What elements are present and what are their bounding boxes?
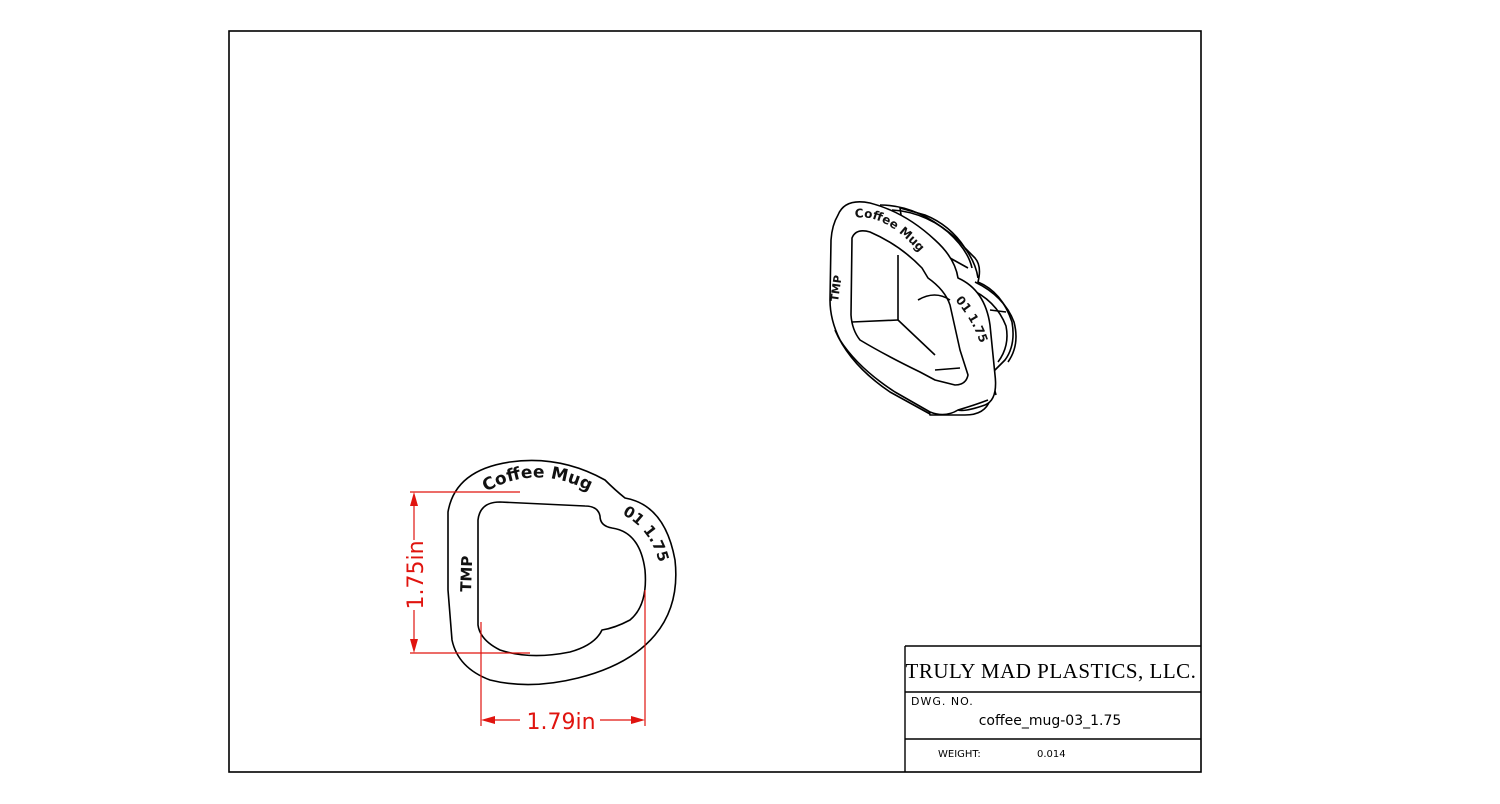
sheet-border [228, 30, 1202, 773]
company-name: TRULY MAD PLASTICS, LLC. [906, 659, 1197, 683]
iso-back-edge-2 [891, 209, 979, 279]
iso-back-edge-4 [967, 287, 1008, 363]
iso-inner-wall-4 [934, 367, 961, 371]
iso-front-rim [834, 329, 931, 415]
dimension-width-label: 1.79in [526, 710, 595, 735]
iso-front-inner [850, 230, 969, 386]
front-inner-outline [477, 501, 647, 657]
iso-back-edge-3 [974, 281, 1017, 363]
dimension-height-label: 1.75in [404, 540, 429, 609]
dwg-no-value: coffee_mug-03_1.75 [979, 713, 1122, 729]
iso-back-edge-6 [989, 309, 1007, 313]
iso-label-brand: TMP [828, 274, 845, 302]
front-label-code-size: 01 1.75 [620, 502, 673, 564]
title-block [904, 645, 1201, 772]
dwg-no-label: DWG. NO. [911, 695, 974, 708]
weight-value: 0.014 [1037, 749, 1066, 760]
front-label-brand: TMP [457, 555, 476, 592]
iso-inner-wall-5 [917, 294, 951, 301]
iso-back-edge-5 [949, 257, 969, 269]
iso-inner-wall-2 [897, 319, 936, 356]
iso-front-outer [829, 201, 997, 416]
dimension-width [480, 590, 646, 726]
iso-front-rim-2 [957, 399, 989, 411]
front-embossing: Coffee Mug 01 1.75 TMP [457, 462, 673, 592]
weight-label: WEIGHT: [938, 749, 981, 760]
front-view [447, 459, 677, 686]
front-outer-outline [447, 459, 677, 686]
svg-text:01 1.75: 01 1.75 [620, 502, 673, 564]
iso-inner-wall-1 [851, 319, 899, 323]
isometric-view [829, 201, 1017, 416]
dimension-height [410, 491, 530, 654]
